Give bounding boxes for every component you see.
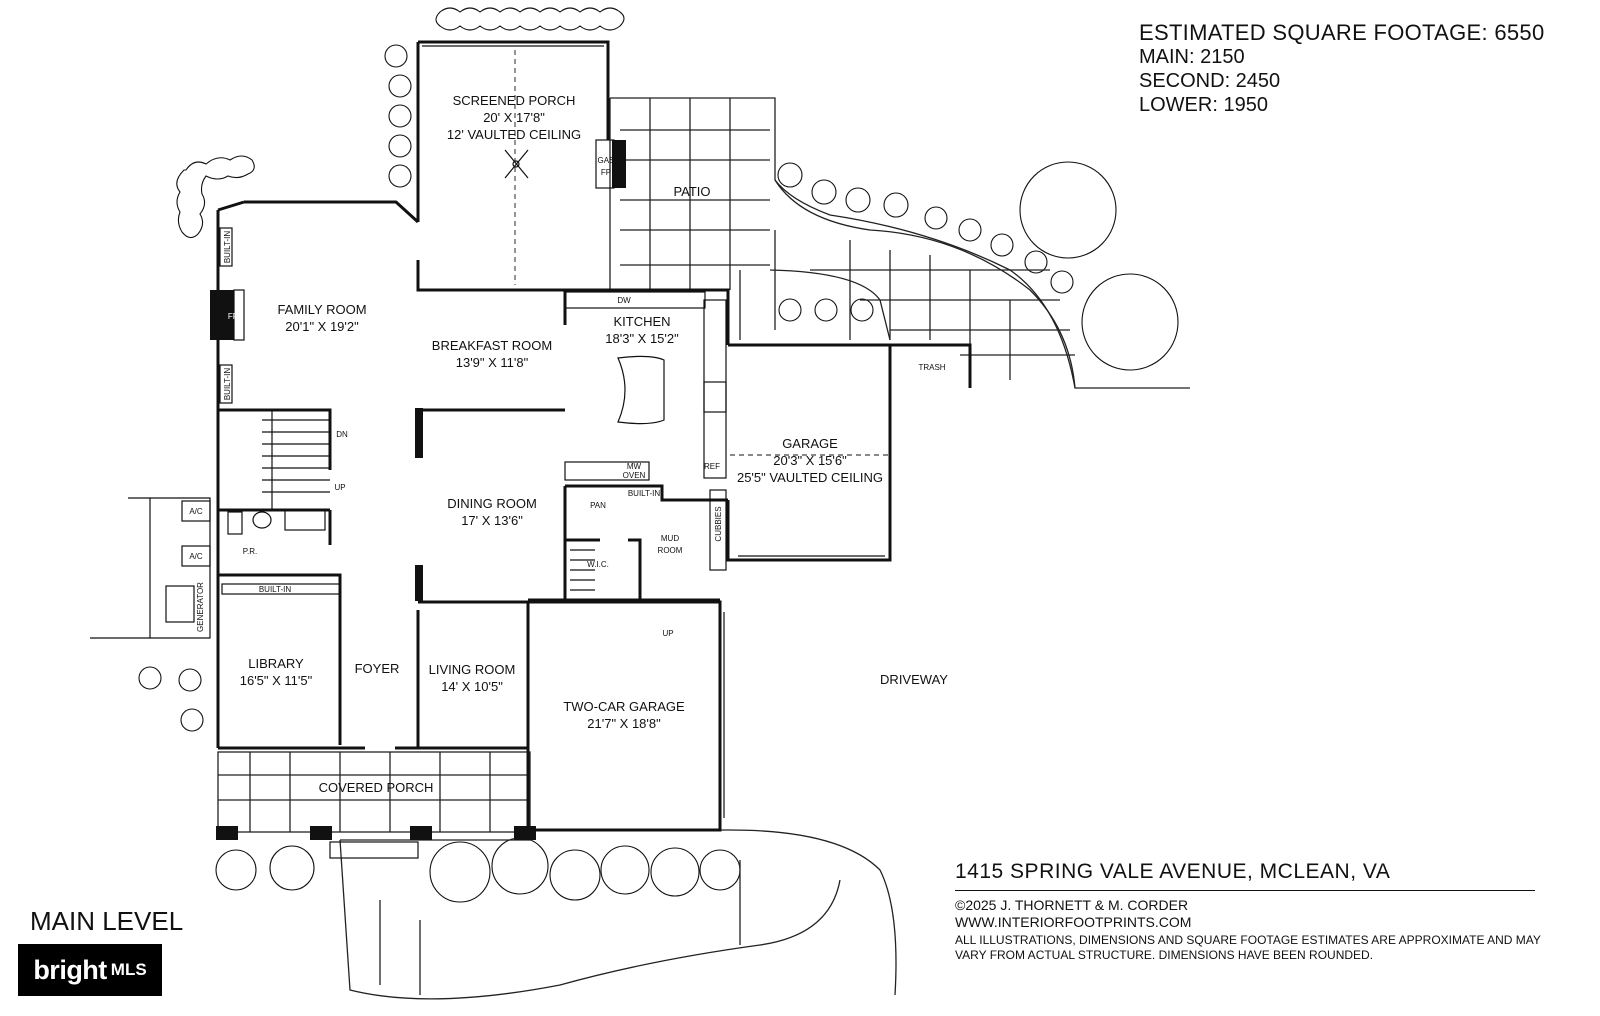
front-pavers bbox=[217, 751, 897, 1000]
address-line: 1415 SPRING VALE AVENUE, MCLEAN, VA bbox=[955, 860, 1535, 891]
label-mud-room: MUD bbox=[661, 534, 679, 543]
address-block: 1415 SPRING VALE AVENUE, MCLEAN, VA ©202… bbox=[955, 860, 1541, 963]
label-patio: PATIO bbox=[673, 184, 710, 199]
hedge-family-room bbox=[176, 155, 255, 239]
tree bbox=[1081, 273, 1179, 371]
label-trash: TRASH bbox=[918, 363, 945, 372]
label-living-room: LIVING ROOM bbox=[429, 662, 516, 677]
bright-mls-logo: bright MLS bbox=[18, 944, 162, 996]
fixture-labels: GAS FP FP BUILT-IN BUILT-IN DW REF MW OV… bbox=[189, 156, 723, 638]
label-built-in-3: BUILT-IN bbox=[628, 489, 661, 498]
label-two-car-garage: TWO-CAR GARAGE bbox=[563, 699, 685, 714]
sqft-main: MAIN: 2150 bbox=[1139, 46, 1245, 68]
logo-brand: bright bbox=[33, 954, 107, 985]
label-up-garage: UP bbox=[662, 629, 673, 638]
label-up-stair: UP bbox=[334, 483, 345, 492]
house-walls bbox=[90, 200, 972, 840]
label-ac-1: A/C bbox=[189, 507, 203, 516]
hedge-top bbox=[435, 7, 625, 31]
label-built-in-4: BUILT-IN bbox=[259, 585, 292, 594]
label-garage: GARAGE bbox=[782, 436, 838, 451]
label-library: LIBRARY bbox=[248, 656, 304, 671]
logo-suffix: MLS bbox=[110, 960, 147, 979]
label-oven: OVEN bbox=[623, 471, 646, 480]
sqft-second: SECOND: 2450 bbox=[1139, 70, 1281, 92]
label-screened-porch: SCREENED PORCH bbox=[453, 93, 576, 108]
screened-porch bbox=[416, 40, 626, 285]
tree bbox=[1019, 161, 1117, 259]
label-ref: REF bbox=[704, 462, 720, 471]
label-mw: MW bbox=[627, 462, 642, 471]
label-kitchen: KITCHEN bbox=[613, 314, 670, 329]
label-covered-porch: COVERED PORCH bbox=[319, 780, 434, 795]
label-built-in-1: BUILT-IN bbox=[223, 231, 232, 264]
sqft-lower: LOWER: 1950 bbox=[1139, 94, 1268, 116]
label-ac-2: A/C bbox=[189, 552, 203, 561]
label-dining-room: DINING ROOM bbox=[447, 496, 537, 511]
copyright: ©2025 J. THORNETT & M. CORDER bbox=[955, 897, 1189, 913]
label-family-room: FAMILY ROOM bbox=[277, 302, 366, 317]
label-dn: DN bbox=[336, 430, 348, 439]
sqft-title: ESTIMATED SQUARE FOOTAGE: 6550 bbox=[1139, 20, 1545, 45]
label-gas: GAS bbox=[598, 156, 615, 165]
label-pan: PAN bbox=[590, 501, 606, 510]
patio-pavers bbox=[609, 97, 1190, 389]
label-fp: FP bbox=[228, 312, 238, 321]
label-powder-room: P.R. bbox=[243, 547, 258, 556]
label-foyer: FOYER bbox=[355, 661, 400, 676]
square-footage-block: ESTIMATED SQUARE FOOTAGE: 6550 MAIN: 215… bbox=[1139, 21, 1545, 117]
label-driveway: DRIVEWAY bbox=[880, 672, 948, 687]
label-cubbies: CUBBIES bbox=[714, 506, 723, 541]
landscaping bbox=[138, 7, 1179, 903]
website: WWW.INTERIORFOOTPRINTS.COM bbox=[955, 914, 1192, 930]
label-gas-fp: FP bbox=[601, 168, 611, 177]
label-generator: GENERATOR bbox=[196, 582, 205, 632]
label-dw: DW bbox=[617, 296, 631, 305]
disclaimer: ALL ILLUSTRATIONS, DIMENSIONS AND SQUARE… bbox=[955, 933, 1541, 962]
label-breakfast-room: BREAKFAST ROOM bbox=[432, 338, 552, 353]
level-title: MAIN LEVEL bbox=[30, 906, 184, 936]
label-wic: W.I.C. bbox=[587, 560, 609, 569]
label-built-in-2: BUILT-IN bbox=[223, 368, 232, 401]
